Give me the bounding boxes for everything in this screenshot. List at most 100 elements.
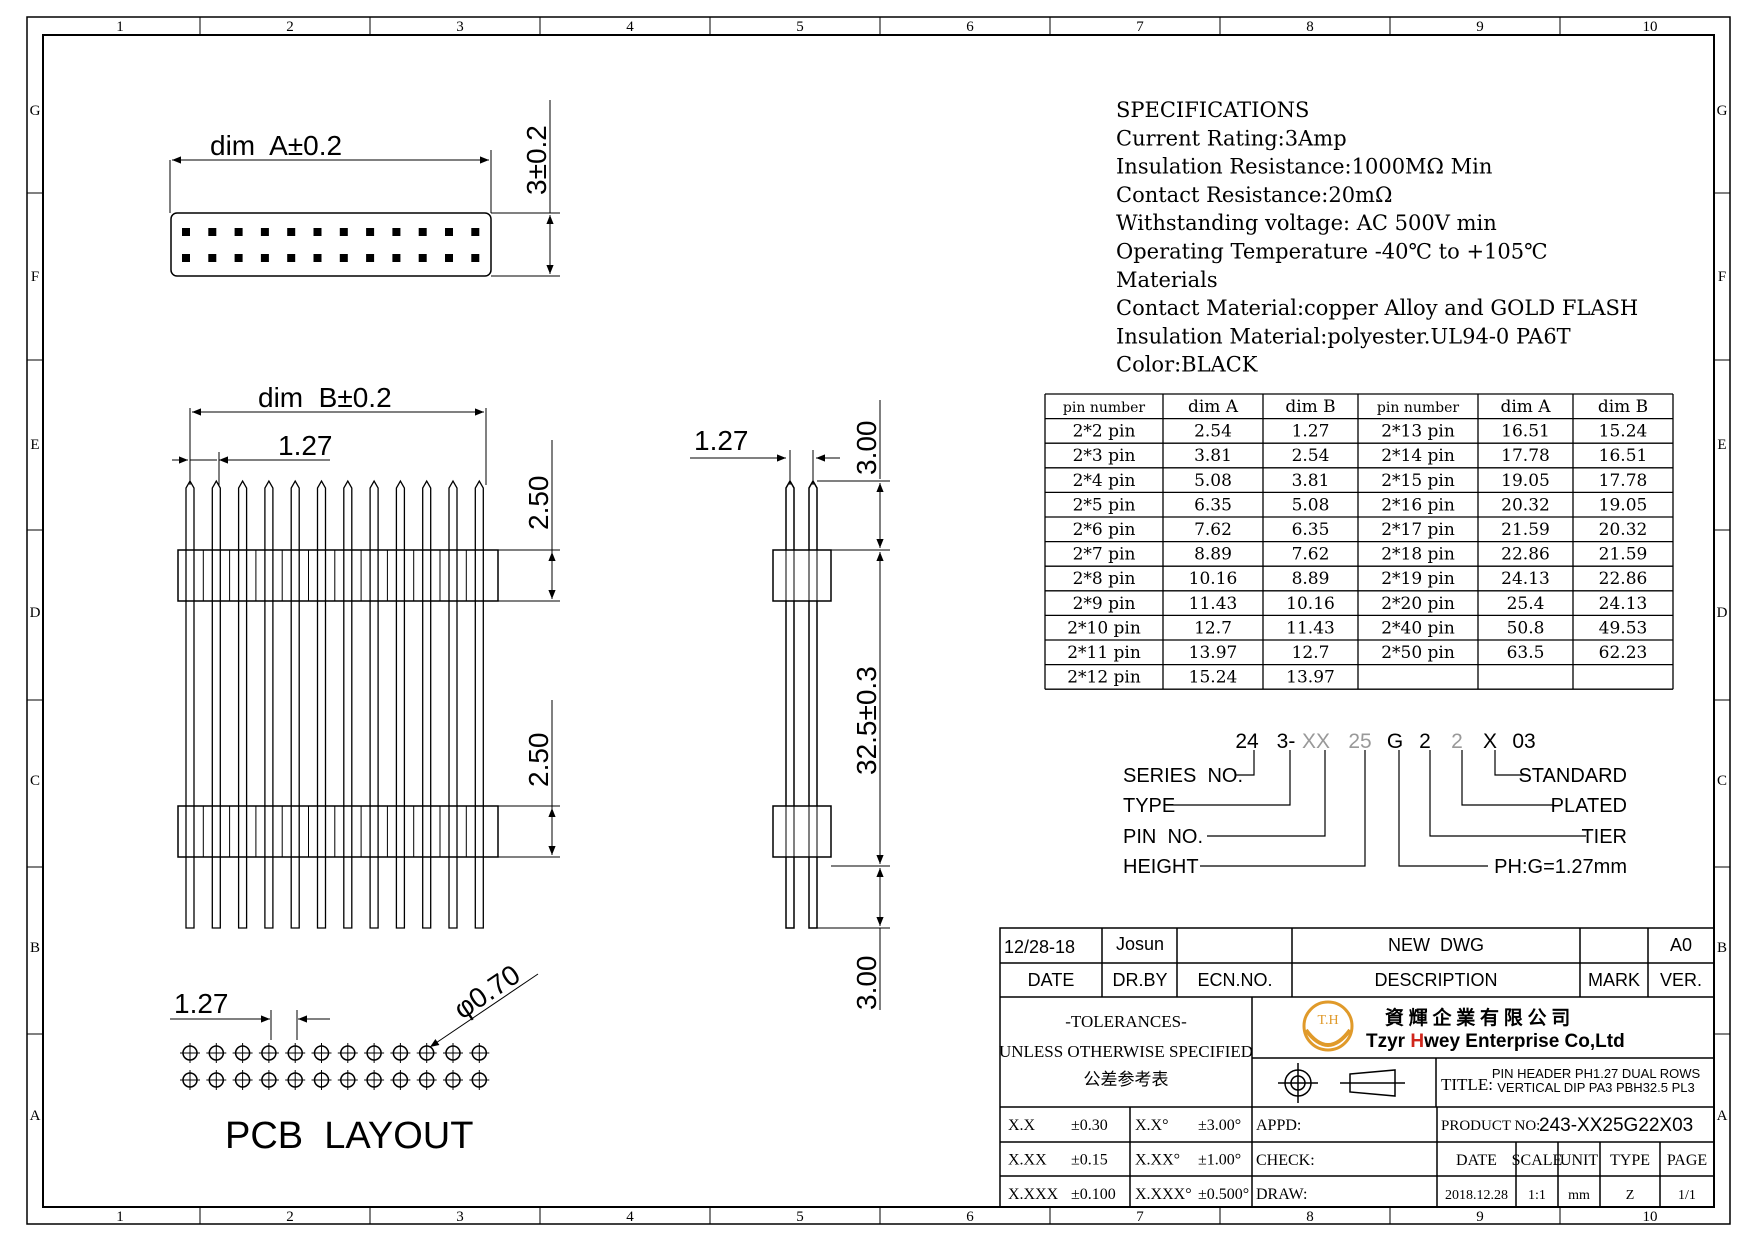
table-header: pin number [1377,400,1459,416]
top-pin-square [208,228,217,236]
meta-header: DATE [1456,1152,1497,1169]
dim-250-lower: 2.50 [523,733,554,788]
meta-value: mm [1568,1188,1590,1203]
tb-ecn-label: ECN.NO. [1197,970,1272,990]
label-series-no: SERIES NO. [1123,765,1243,787]
label-pin-no: PIN NO. [1123,826,1203,848]
top-pin-square [471,254,480,262]
table-cell: 2*19 pin [1381,569,1455,589]
table-cell: 2*10 pin [1067,618,1141,638]
meta-header: UNIT [1560,1152,1598,1169]
table-cell: 2*12 pin [1067,668,1141,688]
label-type: TYPE [1123,795,1175,817]
tb-date-value: 12/28-18 [1004,937,1075,957]
table-cell: 22.86 [1501,545,1550,565]
spec-line: Operating Temperature -40℃ to +105℃ [1116,240,1548,264]
label-tier: TIER [1581,826,1627,848]
table-cell: 2*8 pin [1073,569,1136,589]
tolerance-value: ±0.30 [1071,1117,1108,1134]
top-pin-square [182,228,190,236]
title-block: 12/28-18 Josun NEW DWG A0 DATE DR.BY ECN… [999,927,1715,1208]
pcb-hole [311,1070,332,1090]
tolerance-value: ±1.00° [1198,1152,1241,1169]
tolerance-value: X.X [1008,1117,1036,1134]
tb-product-number: 243-XX25G22X03 [1539,1115,1693,1136]
front-pin [474,479,484,929]
pcb-hole [258,1043,279,1063]
table-cell: 8.89 [1292,569,1330,589]
tb-drby-value: Josun [1116,934,1164,954]
row-label-right: C [1717,773,1727,789]
table-cell: 2.54 [1194,422,1232,442]
housing-lower [177,805,499,858]
housing-dividers [202,550,467,857]
table-cell: 19.05 [1599,495,1648,515]
tb-desc-value: NEW DWG [1388,935,1484,955]
row-label-left: D [30,605,41,621]
row-label-left: C [30,773,40,789]
spec-line: Contact Resistance:20mΩ [1116,183,1392,207]
col-label-top: 5 [796,19,804,35]
top-pin-square [287,254,296,262]
tb-title-line2: VERTICAL DIP PA3 PBH32.5 PL3 [1497,1080,1695,1095]
top-pin-square [260,228,269,236]
table-cell: 24.13 [1501,569,1550,589]
col-label-top: 7 [1136,19,1144,35]
row-label-left: E [30,437,39,453]
row-label-right: B [1717,940,1727,956]
table-cell: 3.81 [1292,471,1330,491]
pcb-hole [206,1070,227,1090]
top-pin-square [208,254,217,262]
row-label-right: E [1717,437,1726,453]
table-cell: 2*18 pin [1381,545,1455,565]
pcb-hole [180,1043,200,1063]
col-label-bottom: 2 [286,1209,294,1225]
side-housing-upper [772,549,832,602]
top-view-pins [182,228,480,262]
tb-tolerances-note: UNLESS OTHERWISE SPECIFIED [999,1042,1253,1061]
table-cell: 11.43 [1286,618,1335,638]
col-label-top: 3 [456,19,464,35]
pcb-holes [180,1043,490,1090]
top-view-housing [170,212,492,277]
table-cell: 13.97 [1189,643,1238,663]
table-cell: 7.62 [1292,545,1330,565]
table-cell: 2*2 pin [1073,422,1136,442]
pcb-hole [469,1043,490,1063]
col-label-bottom: 7 [1136,1209,1144,1225]
col-label-top: 4 [626,19,634,35]
label-standard: STANDARD [1518,765,1627,787]
logo-text: T.H [1317,1013,1338,1028]
table-header: dim B [1598,397,1648,417]
meta-value: 1/1 [1678,1188,1696,1203]
pcb-hole [311,1043,332,1063]
front-pin [290,479,300,929]
row-label-right: A [1717,1108,1728,1124]
dim-300-upper: 3.00 [851,421,882,476]
company-logo: T.H [1302,1000,1354,1052]
table-cell: 2*40 pin [1381,618,1455,638]
table-cell: 2*9 pin [1073,594,1136,614]
table-cell: 20.32 [1599,520,1648,540]
tb-date-label: DATE [1028,970,1075,990]
col-label-top: 9 [1476,19,1484,35]
front-pin [237,479,248,929]
table-header: dim B [1285,397,1335,417]
table-cell: 1.27 [1292,422,1330,442]
part-code-segment: 2 [1419,730,1431,753]
pcb-hole [416,1070,437,1090]
table-cell: 21.59 [1501,520,1550,540]
dim-b-label: dim B±0.2 [258,382,392,413]
col-label-top: 8 [1306,19,1314,35]
part-code-segment: X [1483,730,1497,753]
pitch-label-side: 1.27 [694,425,749,456]
table-cell: 25.4 [1507,594,1545,614]
pcb-hole [206,1043,227,1063]
tb-ver-value: A0 [1670,935,1692,955]
label-height: HEIGHT [1123,856,1199,878]
table-cell: 15.24 [1599,422,1648,442]
tb-appd-label: APPD: [1256,1117,1301,1134]
table-cell: 3.81 [1194,446,1232,466]
